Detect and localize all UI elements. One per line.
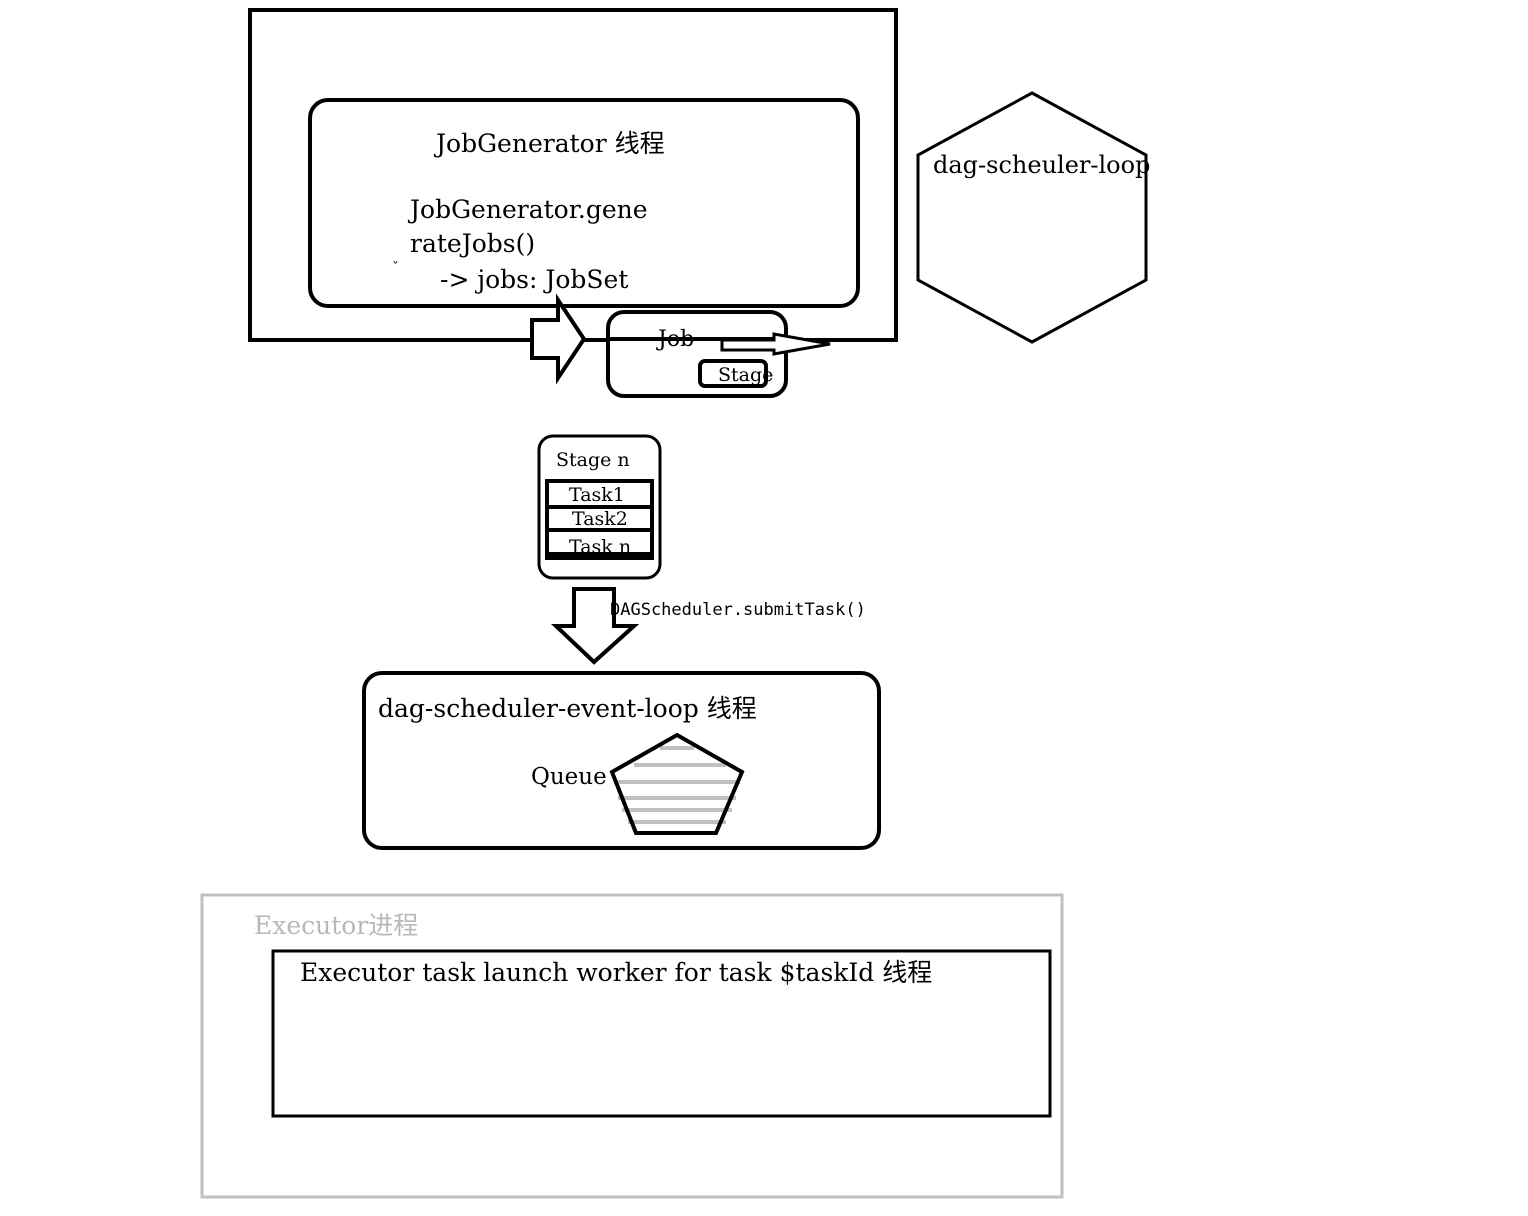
executor-worker-box	[271, 949, 1052, 1118]
driver-frame-overlap-line	[608, 337, 786, 341]
stage-n-node: Stage n Task1 Task2 Task n	[537, 434, 662, 580]
job-stage-box	[698, 359, 768, 388]
executor-process-label: Executor进程	[254, 911, 418, 940]
job-generator-result: -> jobs: JobSet	[440, 265, 628, 294]
executor-process: Executor进程 Executor task launch worker f…	[200, 893, 1064, 1199]
task-row-3: Task n	[569, 536, 631, 558]
job-small-arrow	[720, 332, 831, 356]
stage-n-title: Stage n	[556, 449, 630, 471]
event-loop-title: dag-scheduler-event-loop 线程	[378, 694, 757, 723]
stage-n-task-frame	[545, 479, 654, 560]
job-label: Job	[656, 327, 694, 352]
block-arrow-right	[530, 293, 587, 385]
job-generator-thread: JobGenerator 线程 JobGenerator.gene rateJo…	[308, 98, 860, 308]
dag-scheuler-loop-hexagon	[916, 91, 1148, 344]
job-generator-call-line1: JobGenerator.gene	[407, 195, 648, 224]
block-arrow-down	[550, 587, 640, 665]
queue-pentagon-icon	[609, 732, 745, 835]
task-row-1: Task1	[569, 484, 625, 506]
job-box	[606, 310, 788, 398]
job-generator-call-line2: rateJobs()	[410, 229, 535, 258]
job-generator-title: JobGenerator 线程	[433, 129, 665, 158]
job-node: Job Stage	[606, 310, 831, 398]
event-loop-thread: dag-scheduler-event-loop 线程 Queue	[362, 671, 881, 850]
task-row-2: Task2	[572, 508, 628, 530]
stage-n-box	[537, 434, 662, 580]
executor-worker-label: Executor task launch worker for task $ta…	[300, 958, 932, 987]
dag-scheuler-loop-label: dag-scheuler-loop	[933, 151, 1150, 179]
queue-label: Queue	[531, 764, 607, 790]
job-generator-tick: ˇ	[392, 260, 399, 276]
dag-scheuler-loop-node: dag-scheuler-loop	[916, 91, 1150, 344]
submit-task-label: DAGScheduler.submitTask()	[610, 600, 866, 620]
job-generator-box	[308, 98, 860, 308]
job-stage-label: Stage	[718, 364, 773, 386]
executor-frame	[200, 893, 1064, 1199]
event-loop-box	[362, 671, 881, 850]
